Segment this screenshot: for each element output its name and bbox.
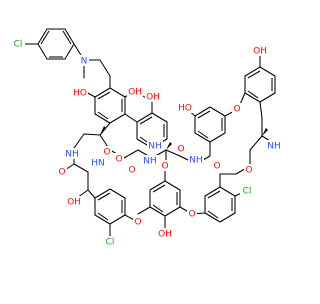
amine-label: NH bbox=[267, 142, 281, 152]
stereo-wedge bbox=[262, 128, 268, 136]
upper-resorcinol-ring bbox=[85, 75, 138, 124]
carbonyl-oxygen-label: O bbox=[213, 162, 220, 172]
carbonyl-oxygen-label: O bbox=[115, 155, 122, 165]
chlorine-label: Cl bbox=[106, 238, 115, 248]
amide-nh-label: NH bbox=[148, 142, 162, 152]
ether-oxygen-label: O bbox=[134, 218, 141, 228]
hydroxyl-label: OH bbox=[67, 198, 81, 208]
hydroxyl-label: OH bbox=[146, 93, 160, 103]
lower-left-chlorophenyl-ring bbox=[87, 188, 139, 239]
amide-nh-label: NH bbox=[143, 157, 157, 167]
stereo-wedge bbox=[100, 126, 106, 135]
chlorophenyl-ring bbox=[24, 28, 111, 79]
carbonyl-oxygen-label: O bbox=[103, 148, 110, 158]
hydroxyl-label: OH bbox=[158, 230, 172, 240]
ether-oxygen-label: O bbox=[233, 105, 240, 115]
hydroxyl-label: OH bbox=[253, 47, 267, 57]
right-chlorophenyl-ring bbox=[191, 173, 249, 223]
nitrogen-label: N bbox=[81, 57, 88, 67]
molecule-structure: Cl N OH HO OH O OH HO NH O O O HN O NH O bbox=[11, 28, 282, 248]
amide-nh-label: NH bbox=[189, 156, 203, 166]
far-right-phenol-ring bbox=[237, 54, 276, 119]
atom-labels: Cl N OH HO OH O OH HO NH O O O HN O NH O bbox=[11, 38, 282, 248]
central-phenol-ring bbox=[137, 165, 193, 231]
hydroxyl-label: HO bbox=[178, 104, 192, 114]
chlorine-label: Cl bbox=[14, 40, 23, 50]
carbonyl-oxygen-label: O bbox=[161, 162, 168, 172]
upper-right-ring bbox=[185, 106, 239, 157]
amide-nh-label: HN bbox=[91, 159, 105, 169]
hydroxyl-label: OH bbox=[128, 88, 142, 98]
stereo-wedge bbox=[166, 142, 172, 150]
structure-drawing: Cl N OH HO OH O OH HO NH O O O HN O NH O bbox=[11, 28, 282, 248]
hydroxyl-label: HO bbox=[73, 89, 87, 99]
amide-nh-label: NH bbox=[65, 150, 79, 160]
carbonyl-oxygen-label: O bbox=[177, 145, 184, 155]
carbonyl-oxygen-label: O bbox=[245, 166, 252, 176]
carbonyl-oxygen-label: O bbox=[128, 166, 135, 176]
chlorine-label: Cl bbox=[243, 187, 252, 197]
ether-oxygen-label: O bbox=[188, 210, 195, 220]
carbonyl-oxygen-label: O bbox=[58, 168, 65, 178]
